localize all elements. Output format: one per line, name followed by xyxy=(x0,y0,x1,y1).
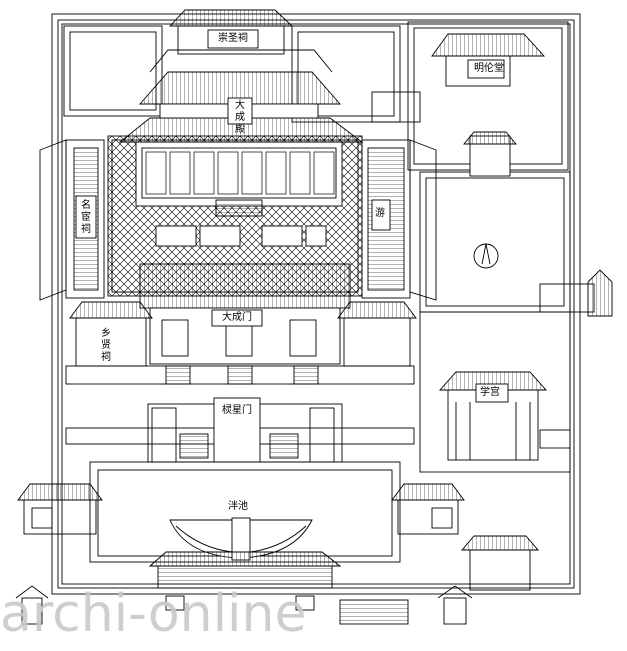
chongsheng-ci-hall xyxy=(177,25,285,55)
watermark: archi-online xyxy=(0,584,307,644)
label-lingxing-men: 棂星门 xyxy=(222,405,252,416)
label-side-left: 名宦祠 xyxy=(81,200,91,235)
label-dacheng-dian: 大成殿 xyxy=(235,100,245,135)
dacheng-gate-roof xyxy=(139,263,351,309)
label-dacheng-men: 大成门 xyxy=(222,312,252,323)
label-xue-gong: 学宫 xyxy=(480,387,500,398)
label-side-right: 游 xyxy=(375,208,385,219)
label-minglun-tang: 明伦堂 xyxy=(474,63,504,74)
dacheng-plaque xyxy=(227,97,253,125)
outer-wall xyxy=(51,13,581,595)
left-corridor-label-box xyxy=(75,195,97,239)
sundial xyxy=(473,243,499,269)
label-chongsheng-ci: 崇圣祠 xyxy=(218,33,248,44)
label-xiang-ci: 乡贤祠 xyxy=(101,328,111,363)
label-pan-chi: 泮池 xyxy=(228,501,248,512)
